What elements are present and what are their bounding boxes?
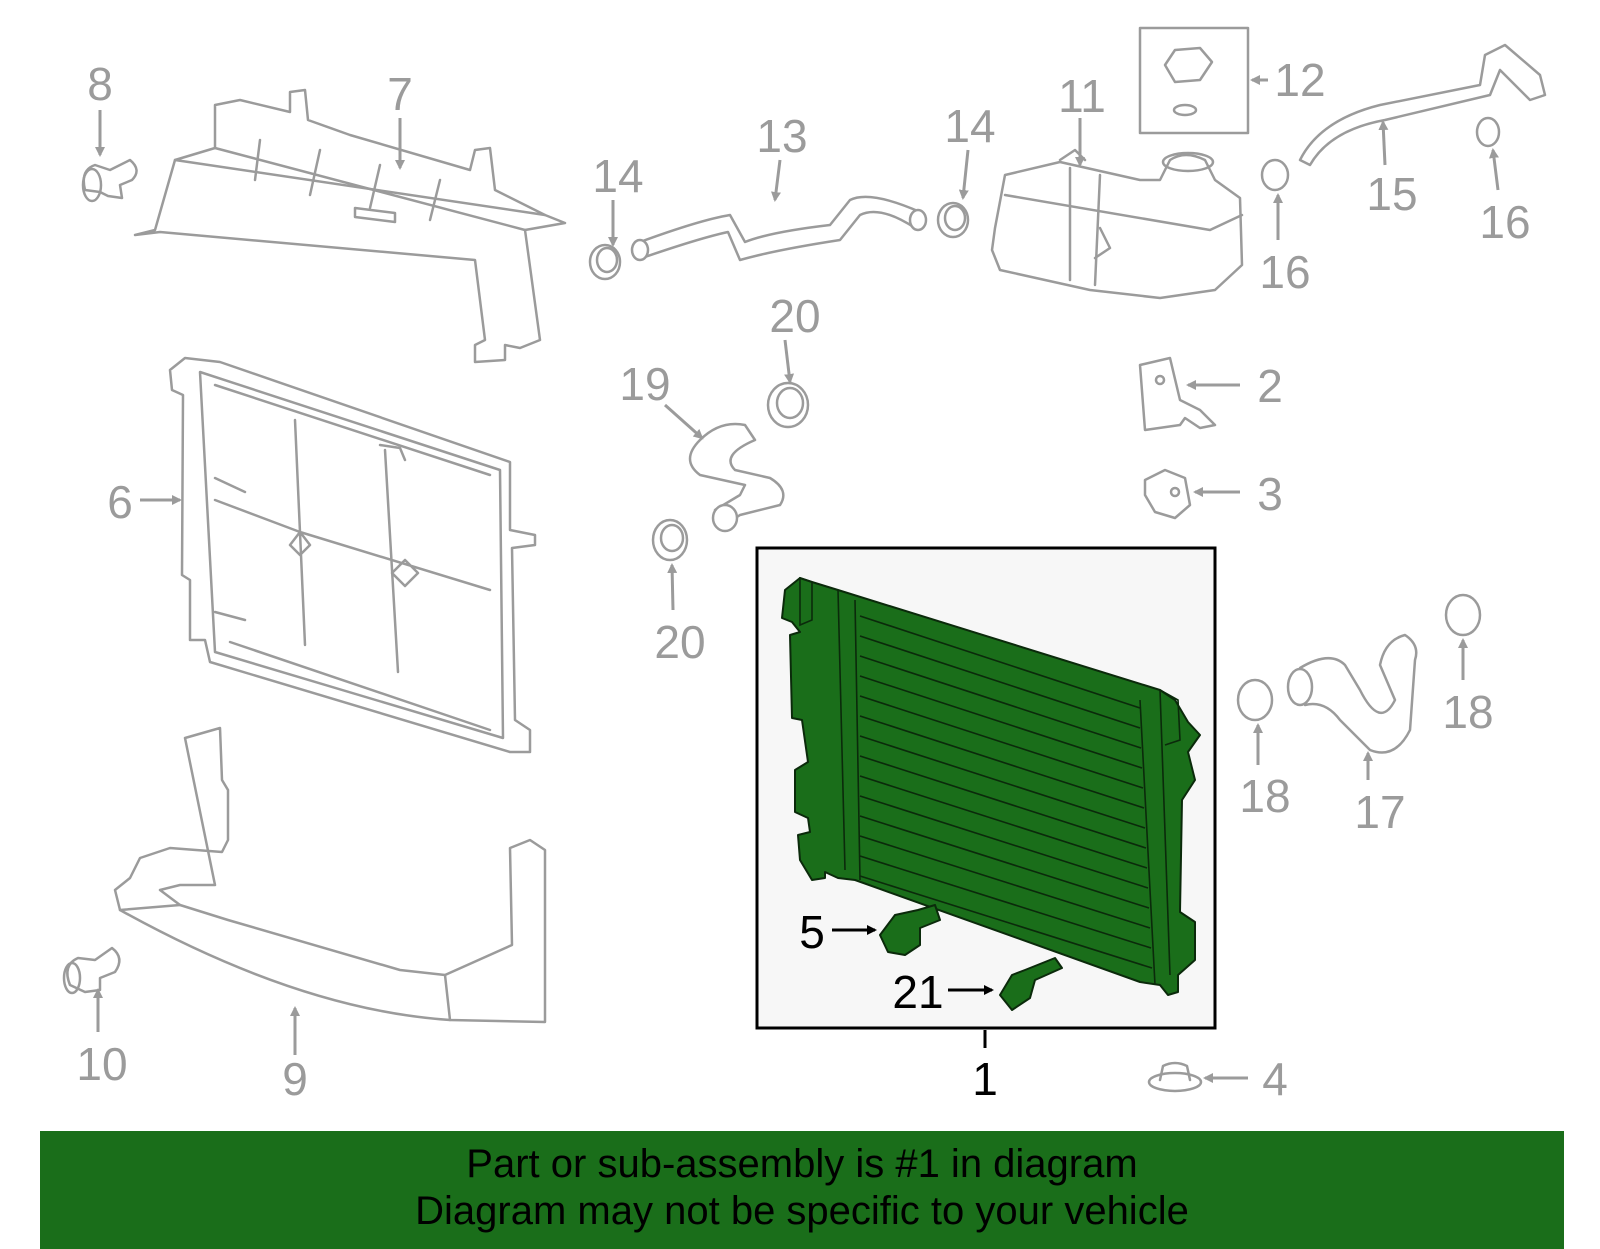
part-3-insulator — [1143, 468, 1192, 520]
part-9-lower-deflector — [113, 726, 547, 1024]
part-18-clamp-right — [1444, 593, 1482, 637]
banner-line-2: Diagram may not be specific to your vehi… — [415, 1189, 1189, 1233]
callout-18-right: 18 — [1442, 686, 1493, 738]
part-16-clamp-left — [1260, 158, 1290, 192]
parts-diagram: 1 2 3 4 5 6 7 8 9 10 11 12 13 14 14 15 1… — [62, 26, 1547, 1105]
part-20-clamp-lower — [651, 518, 689, 562]
part-14-clamp-right — [936, 201, 970, 239]
callout-3: 3 — [1257, 468, 1283, 520]
callout-20-lower: 20 — [654, 616, 705, 668]
part-16-clamp-right — [1475, 116, 1501, 148]
callout-9: 9 — [282, 1053, 308, 1105]
part-1-radiator[interactable] — [781, 576, 1201, 996]
callout-13: 13 — [756, 110, 807, 162]
callout-20-upper: 20 — [769, 290, 820, 342]
part-2-bracket — [1138, 356, 1217, 432]
part-5-drain-valve[interactable] — [879, 904, 941, 956]
callout-7: 7 — [387, 68, 413, 120]
callout-16-left: 16 — [1259, 246, 1310, 298]
part-20-clamp-upper — [766, 381, 810, 429]
callout-4: 4 — [1262, 1053, 1288, 1105]
callout-11: 11 — [1058, 70, 1106, 122]
callout-21: 21 — [892, 966, 943, 1018]
disclaimer-banner: Part or sub-assembly is #1 in diagram Di… — [40, 1131, 1564, 1249]
part-13-upper-hose — [630, 195, 928, 262]
callout-1: 1 — [972, 1053, 998, 1105]
part-8-push-pin — [81, 158, 138, 203]
part-15-overflow-hose — [1298, 43, 1547, 167]
callout-17: 17 — [1354, 786, 1405, 838]
part-21-sensor[interactable] — [999, 957, 1063, 1011]
callout-18-left: 18 — [1239, 770, 1290, 822]
callout-14-left: 14 — [592, 150, 643, 202]
part-10-push-pin — [62, 946, 121, 995]
part-18-clamp-left — [1236, 678, 1274, 722]
callout-5: 5 — [799, 906, 825, 958]
part-4-drain-plug — [1147, 1061, 1203, 1093]
banner-line-1: Part or sub-assembly is #1 in diagram — [466, 1142, 1138, 1186]
part-14-clamp-left — [588, 243, 622, 281]
radiator-core-fins — [859, 615, 1153, 969]
callout-15: 15 — [1366, 168, 1417, 220]
callout-labels: 1 2 3 4 5 6 7 8 9 10 11 12 13 14 14 15 1… — [76, 54, 1530, 1105]
part-7-upper-baffle — [133, 88, 567, 364]
callout-19: 19 — [619, 358, 670, 410]
part-11-reservoir — [990, 148, 1244, 300]
part-19-hose — [688, 422, 785, 533]
part-12-cap — [1138, 26, 1250, 135]
callout-16-right: 16 — [1479, 196, 1530, 248]
callout-8: 8 — [87, 58, 113, 110]
callout-12: 12 — [1274, 54, 1325, 106]
leader-lines — [93, 75, 1500, 1083]
part-6-fan-shroud — [168, 356, 537, 754]
callout-2: 2 — [1257, 360, 1283, 412]
callout-10: 10 — [76, 1038, 127, 1090]
part-17-lower-hose — [1286, 633, 1418, 754]
callout-6: 6 — [107, 476, 133, 528]
callout-14-right: 14 — [944, 100, 995, 152]
